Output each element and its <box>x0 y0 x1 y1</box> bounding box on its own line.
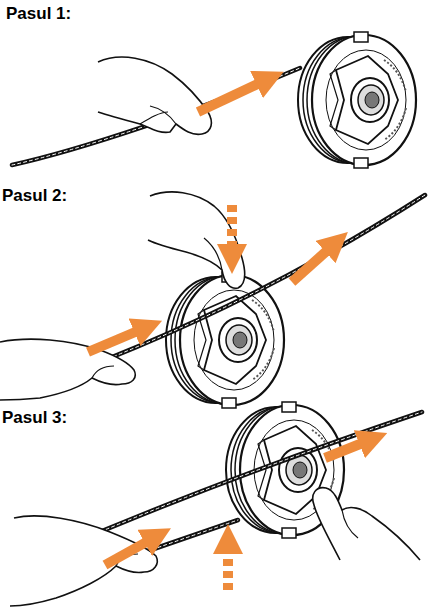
direction-arrow <box>88 330 140 352</box>
step-two-art <box>0 192 425 408</box>
press-arrow <box>227 205 237 250</box>
trimmer-spool <box>166 272 284 408</box>
hand <box>10 516 157 606</box>
press-arrow <box>223 548 233 590</box>
step-label: Pasul 1: <box>6 4 71 24</box>
step-one-art <box>12 32 416 168</box>
hand <box>98 57 211 134</box>
direction-arrow <box>198 82 262 112</box>
direction-arrow <box>325 442 365 458</box>
hand <box>0 339 135 400</box>
step-three-art <box>10 402 422 606</box>
trimmer-spool <box>298 32 416 168</box>
direction-arrow <box>105 540 150 565</box>
step-label: Pasul 3: <box>2 408 67 428</box>
step-label: Pasul 2: <box>2 186 67 206</box>
direction-arrow <box>292 248 330 282</box>
hand <box>313 488 420 560</box>
hand <box>148 192 245 288</box>
